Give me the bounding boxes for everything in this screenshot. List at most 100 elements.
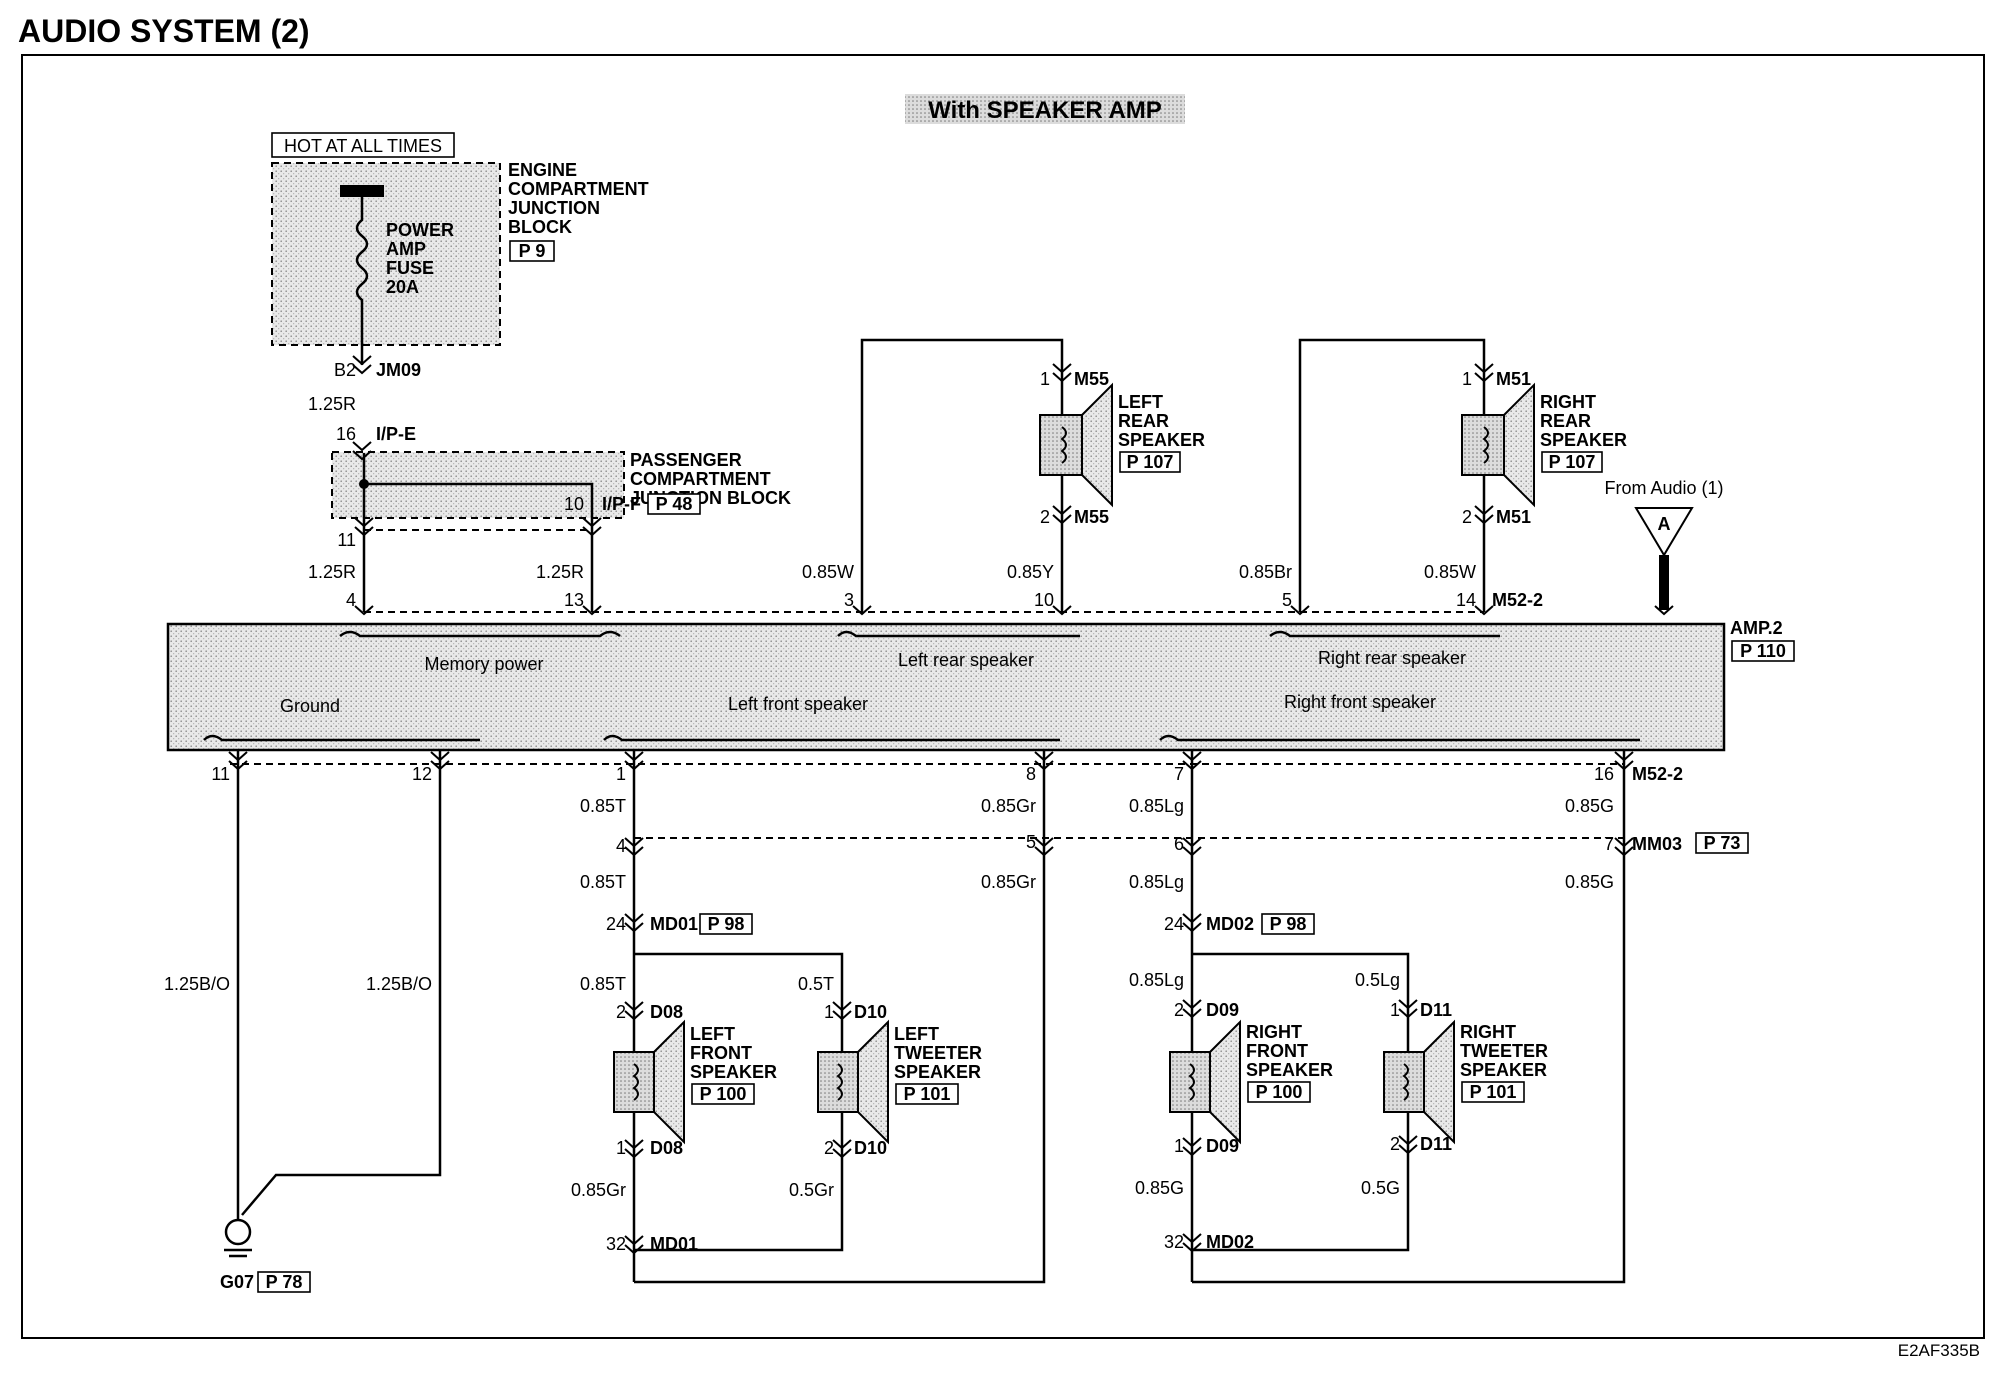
terminal-chevron — [624, 1139, 644, 1159]
md02-pin-32: 32 — [1164, 1232, 1184, 1252]
right-rear-speaker-name-1: RIGHT — [1540, 392, 1596, 412]
mm03-pin-7: 7 — [1604, 834, 1614, 854]
wire-0-85w: 0.85W — [802, 562, 854, 582]
wire-0-85lg-b: 0.85Lg — [1129, 872, 1184, 892]
fuse-label-2: AMP — [386, 239, 426, 259]
right-front-speaker-cone — [1209, 1019, 1241, 1145]
terminal-chevron — [1182, 1233, 1202, 1253]
left-rear-speaker-body — [1039, 414, 1083, 476]
right-rear-pin-2: 2 — [1462, 507, 1472, 527]
banner-box — [905, 94, 1185, 124]
wire-1-25b-o-b: 1.25B/O — [366, 974, 432, 994]
wire-1-25r-b: 1.25R — [308, 562, 356, 582]
engine-junction-block — [271, 162, 501, 346]
terminal-chevron — [1474, 505, 1494, 525]
wire-0-85lg-c: 0.85Lg — [1129, 970, 1184, 990]
terminal-chevron — [1182, 999, 1202, 1019]
wire-0-85g-a: 0.85G — [1565, 796, 1614, 816]
terminal-chevron — [1182, 837, 1202, 857]
terminal-chevron — [1034, 837, 1054, 857]
d08-connector-top: D08 — [650, 1002, 683, 1022]
terminal-chevron — [352, 441, 372, 461]
diagram-frame — [21, 54, 1985, 1339]
right-front-speaker-ref: P 100 — [1256, 1082, 1303, 1102]
amp-braces — [203, 630, 1640, 742]
d08-pin-1: 1 — [616, 1138, 626, 1158]
terminal-chevron — [624, 751, 644, 771]
terminal-chevron — [1290, 605, 1310, 616]
connector-ip-e: I/P-E — [376, 424, 416, 444]
right-rear-speaker-ref: P 107 — [1549, 452, 1596, 472]
right-tweeter-body — [1383, 1051, 1425, 1113]
d11-pin-2: 2 — [1390, 1134, 1400, 1154]
right-front-speaker-body — [1169, 1051, 1211, 1113]
amp-top-connector-m52-2: M52-2 — [1492, 590, 1543, 610]
speaker-coil-mark — [1188, 1063, 1195, 1101]
d11-connector-bottom: D11 — [1420, 1134, 1452, 1154]
terminal-chevron — [852, 605, 872, 616]
right-tweeter-name-2: TWEETER — [1460, 1041, 1548, 1061]
right-front-speaker-name-2: FRONT — [1246, 1041, 1308, 1061]
left-rear-speaker-name-1: LEFT — [1118, 392, 1163, 412]
md02-pin-24: 24 — [1164, 914, 1184, 934]
amp-section-left-rear: Left rear speaker — [898, 650, 1034, 670]
terminal-chevron — [582, 517, 602, 537]
terminal-chevron — [832, 1139, 852, 1159]
d09-connector-bottom: D09 — [1206, 1136, 1239, 1156]
d10-pin-2: 2 — [824, 1138, 834, 1158]
wire-0-85w-right: 0.85W — [1424, 562, 1476, 582]
amp-section-left-front: Left front speaker — [728, 694, 868, 714]
ground-name: G07 — [220, 1272, 254, 1292]
left-rear-speaker-name-3: SPEAKER — [1118, 430, 1205, 450]
fuse-bus-bar — [340, 185, 384, 197]
engine-block-ref: P 9 — [519, 241, 546, 261]
wire-0-5g: 0.5G — [1361, 1178, 1400, 1198]
banner-label: With SPEAKER AMP — [928, 97, 1162, 124]
fuse-label-4: 20A — [386, 277, 419, 297]
terminal-chevron — [1474, 363, 1494, 383]
left-rear-speaker-ref-box — [1119, 451, 1181, 473]
md02-connector-bottom: MD02 — [1206, 1232, 1254, 1252]
left-front-speaker-body — [613, 1051, 655, 1113]
d11-pin-1: 1 — [1390, 1000, 1400, 1020]
terminal-chevron — [624, 1001, 644, 1021]
left-tweeter-ref: P 101 — [904, 1084, 951, 1104]
terminal-chevron — [1182, 751, 1202, 771]
wire-0-85gr-a: 0.85Gr — [981, 796, 1036, 816]
right-rear-speaker-ref-box — [1541, 451, 1603, 473]
connector-ip-f: I/P-F — [602, 494, 641, 514]
amp-section-right-rear: Right rear speaker — [1318, 648, 1466, 668]
right-rear-connector-m51-bottom: M51 — [1496, 507, 1531, 527]
wire-0-5gr: 0.5Gr — [789, 1180, 834, 1200]
amp-pin-5: 5 — [1282, 590, 1292, 610]
left-rear-speaker-name-2: REAR — [1118, 411, 1169, 431]
left-rear-speaker-ref: P 107 — [1127, 452, 1174, 472]
d10-pin-1: 1 — [824, 1002, 834, 1022]
wire-0-85g-b: 0.85G — [1565, 872, 1614, 892]
d09-connector-top: D09 — [1206, 1000, 1239, 1020]
d08-connector-bottom: D08 — [650, 1138, 683, 1158]
amp-pin-10: 10 — [1034, 590, 1054, 610]
passenger-block-ref-box — [647, 493, 701, 515]
wire-0-85t-a: 0.85T — [580, 796, 626, 816]
hot-at-all-times-label: HOT AT ALL TIMES — [284, 136, 442, 156]
right-rear-speaker-name-3: SPEAKER — [1540, 430, 1627, 450]
terminal-chevron — [1052, 605, 1072, 616]
figure-id: E2AF335B — [1898, 1341, 1980, 1360]
left-tweeter-name-3: SPEAKER — [894, 1062, 981, 1082]
pin-11: 11 — [337, 530, 356, 550]
engine-block-ref-box — [509, 240, 555, 262]
terminal-chevron — [1614, 751, 1634, 771]
speaker-coil-mark — [632, 1063, 639, 1101]
passenger-block-splice — [359, 479, 369, 489]
mm03-connector: MM03 — [1632, 834, 1682, 854]
right-rear-speaker-body — [1461, 414, 1505, 476]
passenger-block-name-2: COMPARTMENT — [630, 469, 771, 489]
left-tweeter-cone — [857, 1019, 889, 1145]
engine-block-name-4: BLOCK — [508, 217, 572, 237]
passenger-block-bus — [362, 453, 594, 530]
left-front-speaker-name-2: FRONT — [690, 1043, 752, 1063]
ground-ref-box — [257, 1271, 311, 1293]
left-rear-speaker-cone — [1081, 382, 1113, 508]
amp-bottom-connector-m52-2: M52-2 — [1632, 764, 1683, 784]
